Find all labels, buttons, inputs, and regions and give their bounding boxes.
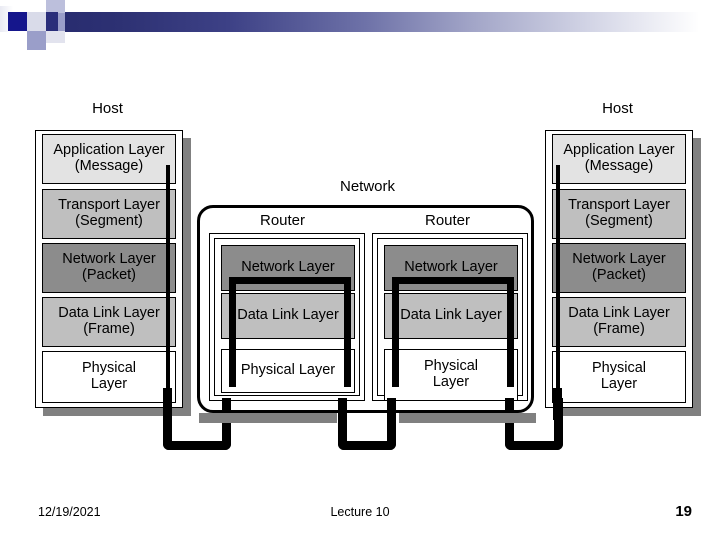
host-left-layer-application: Application Layer (Message) [42, 134, 176, 184]
layer-name: Physical [592, 360, 646, 377]
host-left-layer-datalink: Data Link Layer (Frame) [42, 297, 176, 347]
host-left-data-path-vertical [166, 165, 170, 390]
footer-lecture-label: Lecture 10 [330, 505, 390, 519]
router-right-layer-datalink: Data Link Layer [384, 293, 518, 339]
layer-name: Data Link Layer [400, 307, 502, 324]
header-decoration-band [0, 0, 720, 56]
header-gradient-bar [38, 12, 720, 32]
layer-unit: (Segment) [585, 213, 653, 229]
layer-unit: Layer [432, 374, 470, 390]
router-left-title: Router [259, 212, 306, 229]
layer-name: Data Link Layer [237, 307, 339, 324]
footer-page-number: 19 [675, 503, 692, 520]
host-right-layer-transport: Transport Layer (Segment) [552, 189, 686, 239]
slide-footer: 12/19/2021 Lecture 10 19 [0, 503, 720, 535]
layer-unit: Layer [90, 376, 128, 392]
router-right-data-path [392, 277, 514, 387]
header-square-h [8, 31, 27, 41]
header-square-b [8, 12, 27, 31]
header-square-g [46, 31, 65, 43]
router-right-title: Router [424, 212, 471, 229]
host-left-title: Host [92, 100, 123, 117]
layer-name: Data Link Layer [568, 305, 670, 322]
cable-host-left-to-router-left [163, 398, 231, 450]
layer-unit: (Message) [74, 158, 144, 174]
host-right-layer-network: Network Layer (Packet) [552, 243, 686, 293]
footer-date: 12/19/2021 [38, 505, 101, 519]
host-right-layer-datalink: Data Link Layer (Frame) [552, 297, 686, 347]
header-square-c [27, 12, 46, 31]
host-left-layer-transport: Transport Layer (Segment) [42, 189, 176, 239]
router-left-data-path [229, 277, 351, 387]
host-right-layer-application: Application Layer (Message) [552, 134, 686, 184]
host-right-title: Host [602, 100, 633, 117]
layer-name: Network Layer [62, 251, 156, 268]
host-left-layer-physical: Physical Layer [42, 351, 176, 403]
layer-name: Transport Layer [58, 197, 160, 214]
cable-router-left-to-router-right [338, 398, 396, 450]
host-right-layer-physical: Physical Layer [552, 351, 686, 403]
layer-name: Network Layer [404, 259, 498, 276]
layer-name: Application Layer [53, 142, 165, 159]
layer-name: Physical [424, 358, 478, 375]
layer-name: Application Layer [563, 142, 675, 159]
header-square-d [46, 0, 65, 13]
layer-unit: (Packet) [82, 267, 136, 283]
layer-unit: (Frame) [593, 321, 645, 337]
layer-unit: (Segment) [75, 213, 143, 229]
router-right-shadow-bar [399, 413, 536, 423]
layer-name: Physical [82, 360, 136, 377]
layer-name: Network Layer [572, 251, 666, 268]
layer-unit: (Message) [584, 158, 654, 174]
host-right-data-path-vertical [556, 165, 560, 390]
layer-name: Data Link Layer [58, 305, 160, 322]
network-title: Network [339, 178, 395, 195]
router-left-layer-physical: Physical Layer [221, 349, 355, 393]
host-left-layer-network: Network Layer (Packet) [42, 243, 176, 293]
header-square-i [46, 12, 58, 32]
layer-unit: (Packet) [592, 267, 646, 283]
router-left-shadow-bar [199, 413, 337, 423]
layer-unit: Layer [600, 376, 638, 392]
layer-name: Physical Layer [240, 362, 336, 379]
layer-name: Transport Layer [568, 197, 670, 214]
router-left-layer-datalink: Data Link Layer [221, 293, 355, 339]
router-right-layer-physical: Physical Layer [384, 349, 518, 401]
layer-name: Network Layer [241, 259, 335, 276]
header-square-f [27, 31, 46, 50]
layer-unit: (Frame) [83, 321, 135, 337]
cable-router-right-to-host-right [505, 398, 563, 450]
